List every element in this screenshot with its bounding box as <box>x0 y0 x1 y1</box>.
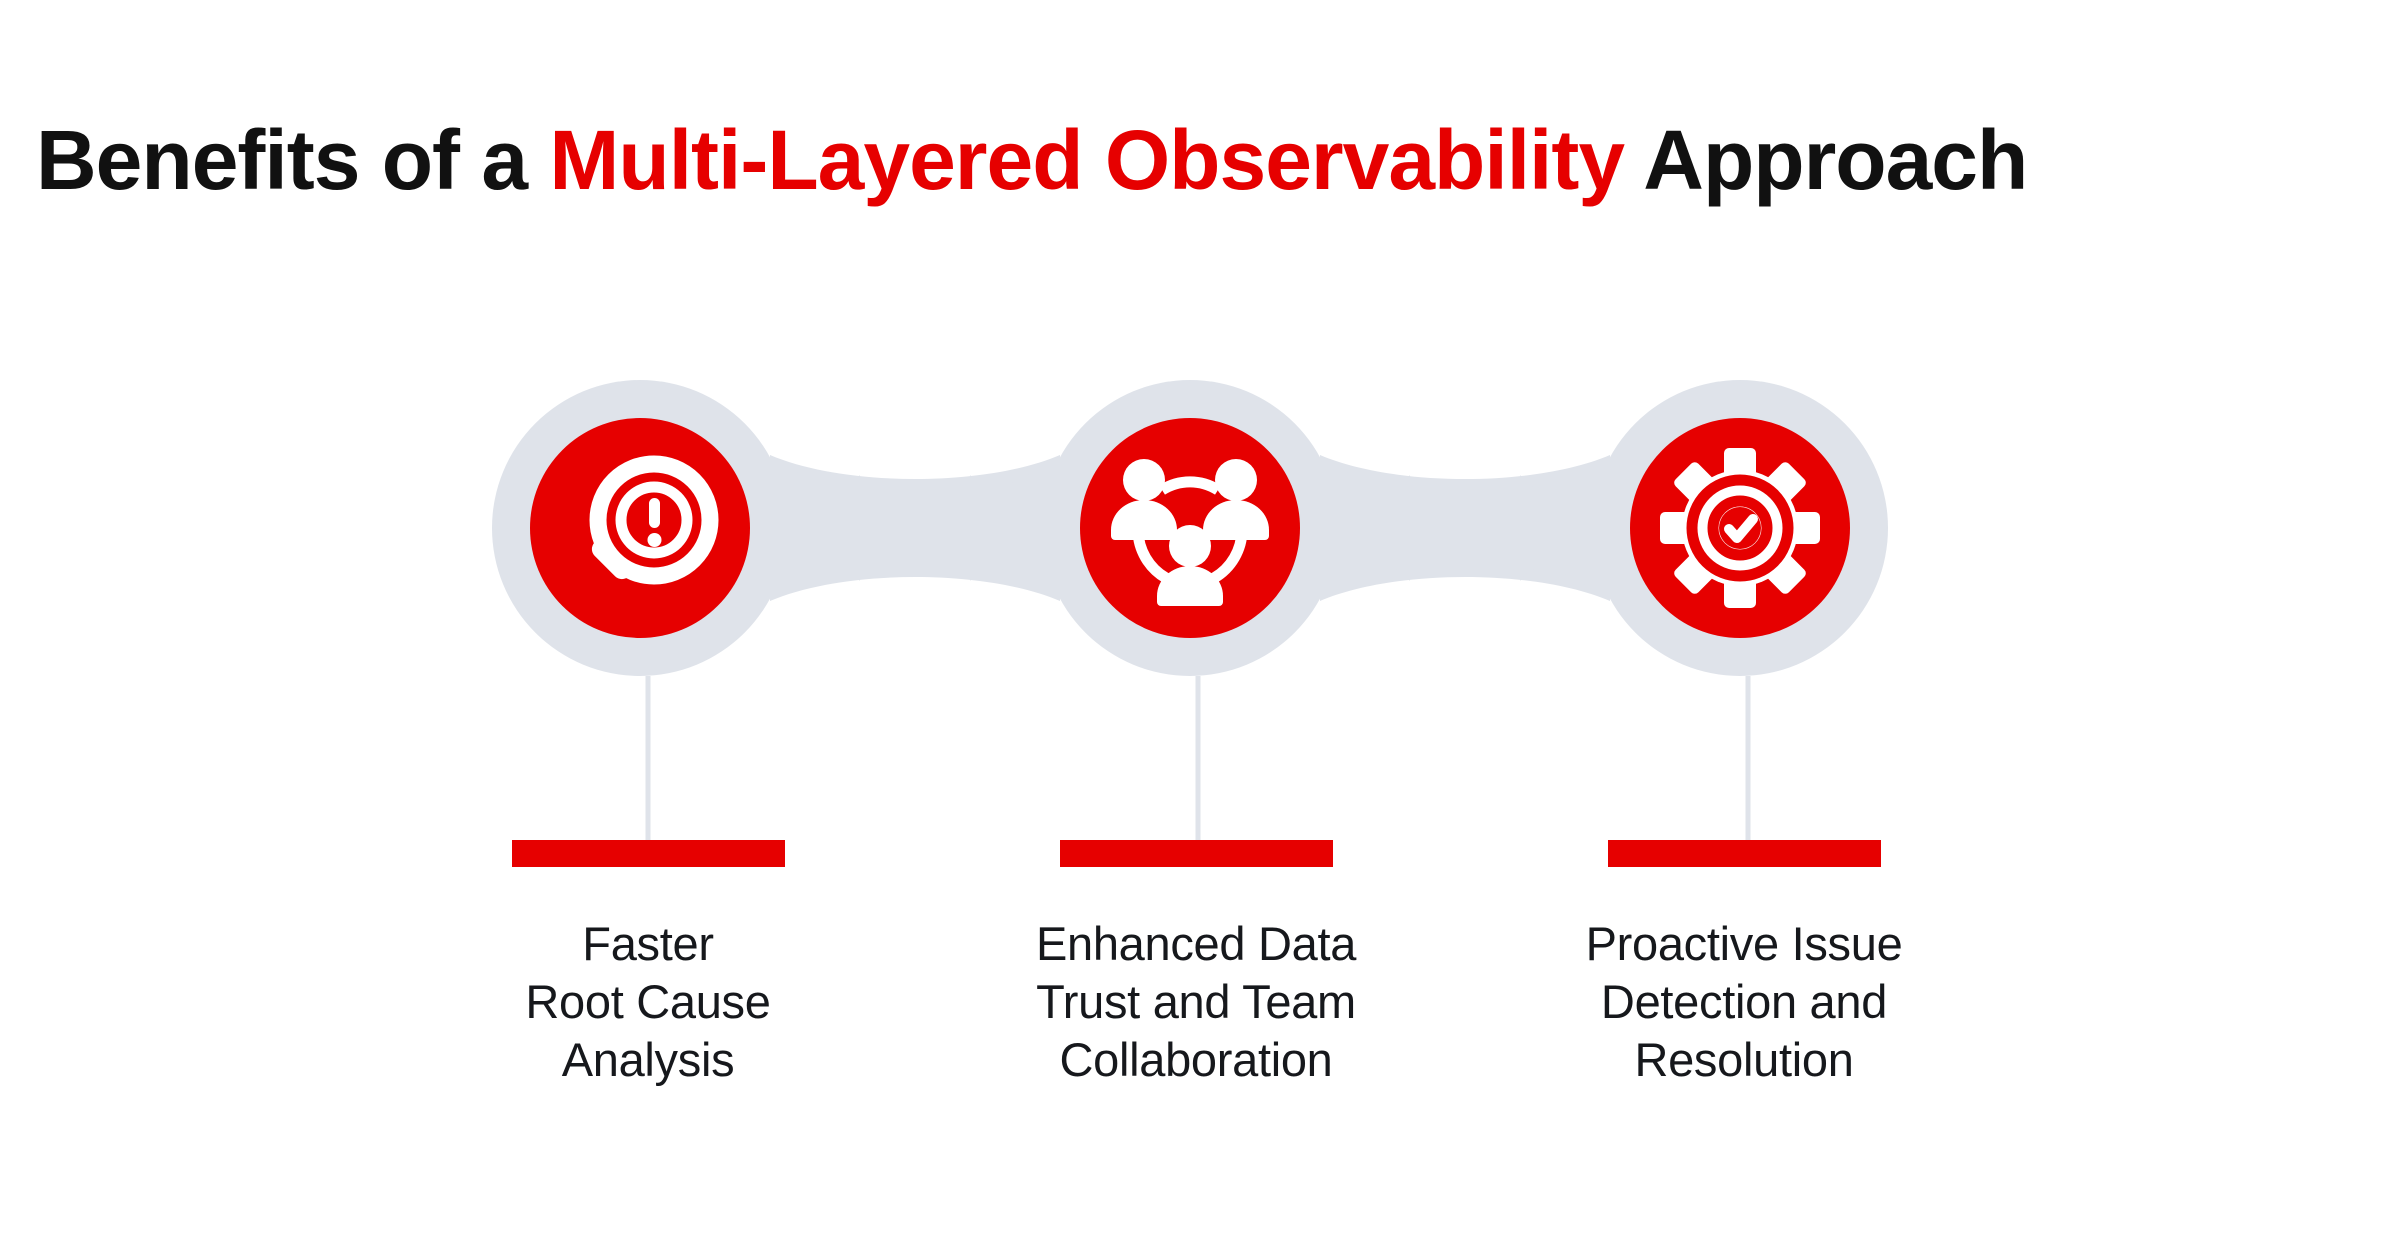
page-title: Benefits of a Multi-Layered Observabilit… <box>36 112 2366 208</box>
accent-bar-3 <box>1607 840 1881 867</box>
icon-badge-3 <box>1630 418 1850 638</box>
gear-check-icon <box>1660 448 1820 608</box>
benefit-column-2: Enhanced Data Trust and Team Collaborati… <box>986 840 1406 1089</box>
benefit-label-3-line-2: Detection and <box>1600 975 1888 1028</box>
benefit-label-1-line-3: Analysis <box>561 1033 735 1086</box>
benefit-label-3: Proactive Issue Detection and Resolution <box>1534 915 1954 1089</box>
benefit-label-3-line-1: Proactive Issue <box>1585 917 1903 970</box>
accent-bar-2 <box>1059 840 1333 867</box>
benefit-column-1: Faster Root Cause Analysis <box>438 840 858 1089</box>
benefit-label-1-line-2: Root Cause <box>525 975 771 1028</box>
people-network-icon <box>1111 459 1269 606</box>
benefit-label-1-line-1: Faster <box>582 917 714 970</box>
benefit-column-3: Proactive Issue Detection and Resolution <box>1534 840 1954 1089</box>
benefit-label-2-line-1: Enhanced Data <box>1035 917 1357 970</box>
title-part-2: Approach <box>1624 113 2028 207</box>
connector-lines <box>645 676 1751 852</box>
icon-circle-3 <box>1630 418 1850 638</box>
title-accent: Multi-Layered Observability <box>549 113 1625 207</box>
benefit-label-2-line-3: Collaboration <box>1059 1033 1333 1086</box>
icon-circle-2 <box>1080 418 1300 638</box>
icon-badge-2 <box>1080 418 1300 638</box>
benefit-label-3-line-3: Resolution <box>1634 1033 1854 1086</box>
icon-badge-1 <box>530 418 750 638</box>
benefit-label-2: Enhanced Data Trust and Team Collaborati… <box>986 915 1406 1089</box>
benefit-label-1: Faster Root Cause Analysis <box>438 915 858 1089</box>
title-part-1: Benefits of a <box>36 113 550 207</box>
benefit-label-2-line-2: Trust and Team <box>1036 975 1356 1028</box>
accent-bar-1 <box>511 840 785 867</box>
blob-chain-shape <box>492 380 1888 676</box>
icon-circle-1 <box>530 418 750 638</box>
magnifier-alert-icon <box>589 455 719 585</box>
